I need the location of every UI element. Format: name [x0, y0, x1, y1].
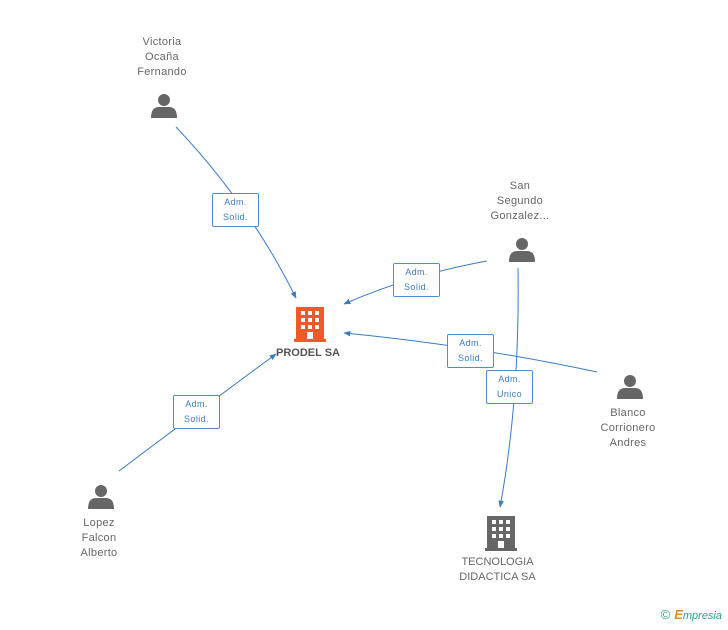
person-label-blanco[interactable]: Blanco Corrionero Andres [578, 406, 678, 451]
name-line: Andres [609, 437, 647, 449]
name-line: TECNOLOGIA [461, 556, 534, 568]
role-line: Unico [496, 389, 522, 399]
company-label-tecnologia[interactable]: TECNOLOGIA DIDACTICA SA [440, 555, 555, 585]
role-line: Adm. [459, 338, 482, 348]
role-box-sansegundo-tecnologia: Adm. Unico [486, 370, 533, 404]
brand-footer[interactable]: ©Empresia [661, 607, 722, 622]
role-box-sansegundo: Adm. Solid. [393, 263, 440, 297]
name-line: Segundo [496, 195, 544, 207]
role-box-victoria: Adm. Solid. [212, 193, 259, 227]
building-icon[interactable] [294, 307, 326, 342]
role-line: Solid. [458, 353, 483, 363]
company-label-prodel[interactable]: PRODEL SA [276, 347, 340, 359]
building-icon[interactable] [485, 516, 517, 551]
role-line: Adm. [185, 399, 208, 409]
name-line: Blanco [610, 407, 646, 419]
role-box-blanco: Adm. Solid. [447, 334, 494, 368]
person-label-lopez[interactable]: Lopez Falcon Alberto [49, 516, 149, 561]
brand-logo-letter: E [674, 607, 683, 622]
brand-logo-text: mpresia [682, 610, 722, 622]
person-icon[interactable] [151, 94, 177, 118]
person-icon[interactable] [617, 375, 643, 399]
role-line: Adm. [224, 197, 247, 207]
person-label-sansegundo[interactable]: San Segundo Gonzalez... [470, 179, 570, 224]
person-icon[interactable] [509, 238, 535, 262]
name-line: Gonzalez... [490, 210, 550, 222]
name-line: Victoria [142, 36, 182, 48]
role-line: Solid. [223, 212, 248, 222]
name-line: DIDACTICA SA [459, 571, 536, 583]
role-line: Adm. [498, 374, 521, 384]
name-line: Ocaña [145, 51, 179, 63]
name-line: Falcon [81, 532, 117, 544]
role-line: Adm. [405, 267, 428, 277]
role-box-lopez: Adm. Solid. [173, 395, 220, 429]
name-line: Alberto [80, 547, 118, 559]
role-line: Solid. [404, 282, 429, 292]
copyright-icon: © [660, 607, 671, 622]
person-label-victoria[interactable]: Victoria Ocaña Fernando [112, 35, 212, 80]
name-line: San [509, 180, 531, 192]
name-line: Fernando [137, 66, 187, 78]
role-line: Solid. [184, 414, 209, 424]
name-line: Lopez [83, 517, 115, 529]
name-line: Corrionero [600, 422, 656, 434]
person-icon[interactable] [88, 485, 114, 509]
